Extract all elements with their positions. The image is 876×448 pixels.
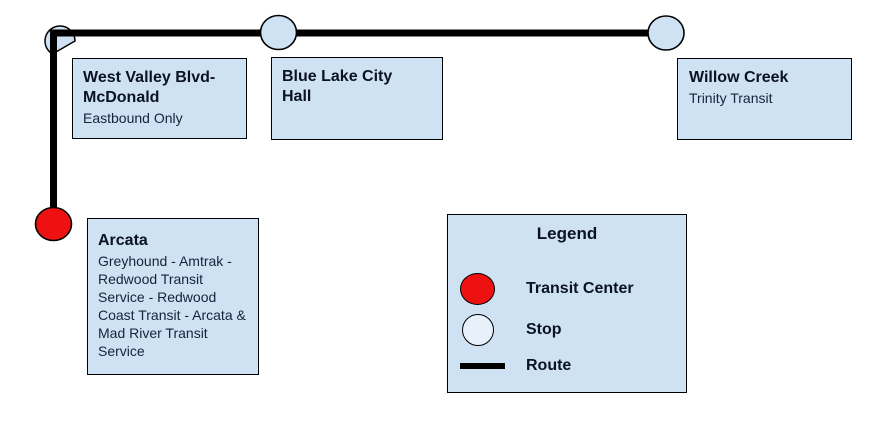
stop-node-willow-creek	[647, 15, 685, 51]
legend-label: Stop	[526, 321, 562, 338]
legend-swatch-cell	[460, 363, 526, 369]
transit-center-icon	[460, 273, 495, 305]
stop-name: Blue Lake City Hall	[282, 68, 393, 105]
stop-node-blue-lake	[259, 14, 298, 51]
legend-swatch-cell	[460, 314, 526, 346]
stop-note: Greyhound - Amtrak - Redwood Transit Ser…	[98, 253, 246, 359]
route-line-icon	[460, 363, 505, 369]
legend-row-stop: Stop	[448, 314, 686, 346]
stop-icon	[462, 314, 494, 346]
stop-name: Arcata	[98, 232, 148, 249]
stop-name: West Valley Blvd-McDonald	[83, 69, 216, 106]
legend-title: Legend	[536, 224, 598, 243]
legend-row-route: Route	[448, 356, 686, 376]
stop-label-blue-lake: Blue Lake City Hall	[271, 57, 443, 140]
transit-center-label-arcata: Arcata Greyhound - Amtrak - Redwood Tran…	[87, 218, 259, 375]
transit-center-node-arcata	[34, 206, 73, 242]
route-line	[50, 29, 663, 218]
stop-label-west-valley: West Valley Blvd-McDonald Eastbound Only	[72, 58, 247, 139]
legend-swatch-cell	[460, 273, 526, 305]
stop-note: Eastbound Only	[83, 110, 183, 126]
stop-note: Trinity Transit	[689, 90, 773, 106]
legend-label: Transit Center	[526, 280, 634, 297]
legend-label: Route	[526, 357, 572, 374]
legend-box: Legend Transit Center Stop Route	[447, 214, 687, 393]
stop-name: Willow Creek	[689, 69, 789, 86]
stop-label-willow-creek: Willow Creek Trinity Transit	[677, 58, 852, 140]
legend-row-transit-center: Transit Center	[448, 273, 686, 305]
